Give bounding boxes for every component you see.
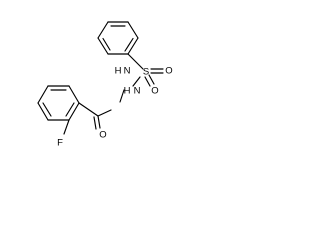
aromatic-bond: [124, 37, 134, 52]
bond-carbonyl-ring: [78, 102, 99, 117]
double-bond-s-o-bottom: [148, 74, 155, 85]
amide-nitrogen-label: N: [124, 66, 131, 77]
amide-hydrogen-label: H: [115, 66, 122, 77]
double-bond-c-o: [97, 115, 101, 129]
sulfonyl-nitrogen-label: N: [134, 86, 141, 97]
bond: [127, 21, 139, 39]
aromatic-bond: [65, 102, 75, 117]
bond: [97, 37, 109, 55]
bond: [37, 102, 49, 121]
bond: [37, 85, 49, 104]
top-benzene-ring: [97, 21, 139, 55]
aromatic-bond: [42, 102, 52, 117]
bond-nitrogen-nitrogen: [119, 89, 125, 103]
sulfonyl-hydrogen-label: H: [124, 86, 131, 97]
bond: [68, 85, 80, 104]
bond-nitrogen-carbonyl: [97, 109, 112, 117]
bond-sulfur-nitrogen: [132, 76, 141, 87]
aromatic-bond: [102, 37, 111, 51]
carbonyl-oxygen-label: O: [99, 130, 106, 141]
structure-canvas: S O O H N H N O F: [0, 0, 204, 163]
bond-ring-sulfur: [127, 53, 144, 70]
sulfur-atom-label: S: [143, 67, 149, 78]
bond-carbon-fluorine: [63, 119, 70, 135]
bottom-benzene-ring: [37, 85, 80, 121]
double-bond-c-o: [93, 116, 97, 130]
sulfonyl-oxygen-bottom-label: O: [151, 86, 158, 97]
fluorine-atom-label: F: [57, 138, 63, 149]
sulfonyl-oxygen-right-label: O: [165, 66, 172, 77]
bond: [68, 102, 80, 121]
molecule-diagram: S O O H N H N O F: [37, 21, 173, 149]
double-bond-s-o-bottom: [144, 76, 151, 87]
bond: [97, 21, 109, 39]
bond: [127, 37, 139, 55]
